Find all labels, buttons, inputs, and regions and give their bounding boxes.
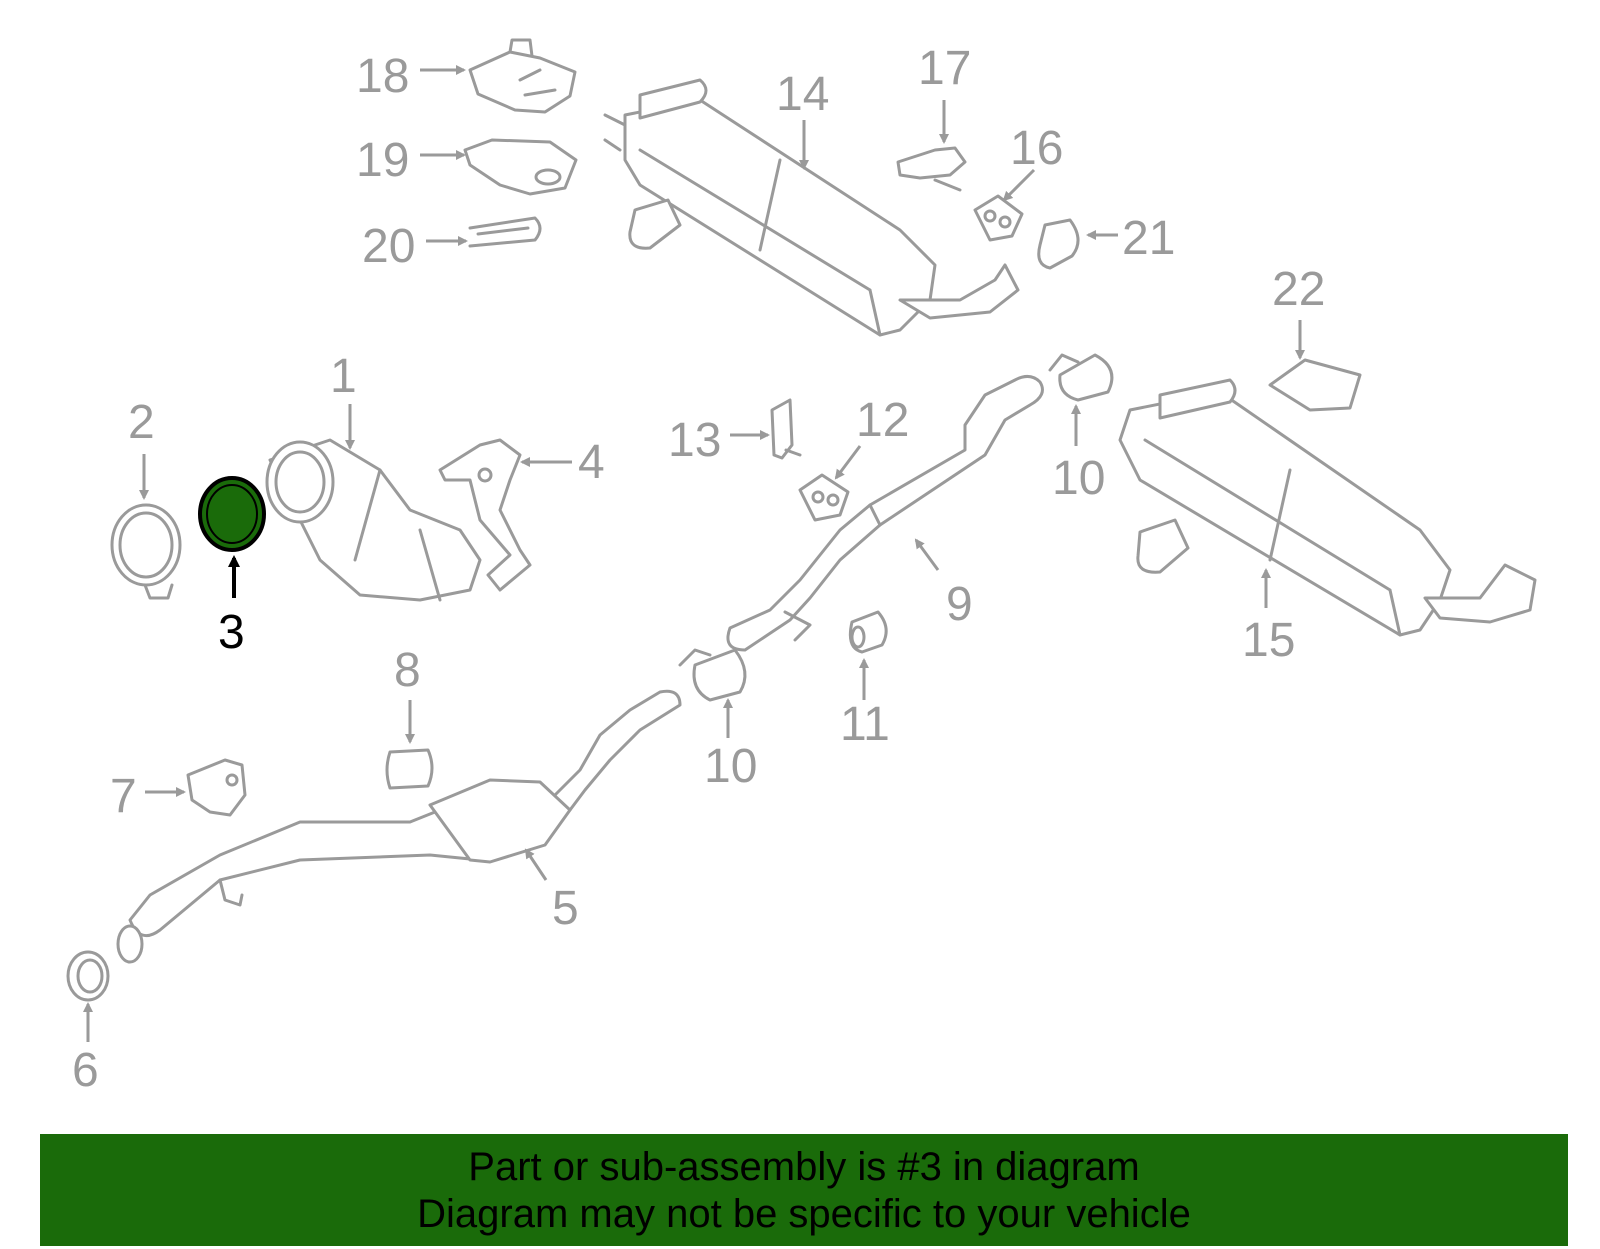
callout-22: 22 [1272, 263, 1325, 316]
callout-10-lower: 10 [704, 740, 757, 793]
callout-15: 15 [1242, 614, 1295, 667]
part-9-intermediate-pipe [726, 375, 1044, 652]
callout-17: 17 [918, 42, 971, 95]
part-22-heat-shield [1268, 358, 1362, 412]
part-17-hanger-bracket [896, 146, 967, 192]
callout-9: 9 [946, 578, 973, 631]
part-11-rubber-isolator [848, 610, 888, 654]
part-12-rubber-hanger [798, 473, 850, 522]
callout-8: 8 [394, 644, 421, 697]
callout-13: 13 [668, 414, 721, 467]
callout-6: 6 [72, 1044, 99, 1097]
part-2-clamp-ring [110, 503, 182, 600]
part-7-bracket [186, 758, 247, 817]
callout-4: 4 [578, 436, 605, 489]
callout-16: 16 [1010, 122, 1063, 175]
callout-12: 12 [856, 394, 909, 447]
callout-21: 21 [1122, 212, 1175, 265]
callout-3: 3 [218, 606, 245, 659]
banner-line-2: Diagram may not be specific to your vehi… [417, 1192, 1191, 1236]
part-4-heat-shield [438, 438, 532, 592]
callout-2: 2 [128, 396, 155, 449]
part-16-rubber-hanger [973, 194, 1024, 242]
part-10-clamp-upper [1048, 353, 1114, 402]
part-18-actuator [468, 38, 577, 114]
part-15-rear-muffler [1118, 378, 1537, 637]
banner-line-1: Part or sub-assembly is #3 in diagram [468, 1145, 1140, 1189]
callout-11: 11 [840, 698, 890, 751]
callout-5: 5 [552, 882, 579, 935]
part-1-catalytic-converter [265, 438, 482, 602]
callout-20: 20 [362, 220, 415, 273]
part-6-gasket [66, 950, 110, 1002]
callout-18: 18 [356, 50, 409, 103]
callout-19: 19 [356, 134, 409, 187]
part-info-banner: Part or sub-assembly is #3 in diagram Di… [40, 1134, 1568, 1246]
callout-1: 1 [330, 350, 357, 403]
part-10-clamp-lower [678, 648, 747, 702]
callout-10-upper: 10 [1052, 452, 1105, 505]
part-5-front-pipe [116, 689, 682, 964]
part-20-clip [468, 216, 542, 248]
part-21-tailpipe-tip [1037, 218, 1080, 270]
part-13-bracket [770, 398, 802, 460]
callout-7: 7 [110, 770, 137, 823]
part-8-sleeve [385, 748, 434, 790]
part-3-gasket-highlighted [198, 476, 266, 552]
part-19-bracket [463, 138, 578, 196]
callout-14: 14 [776, 68, 829, 121]
